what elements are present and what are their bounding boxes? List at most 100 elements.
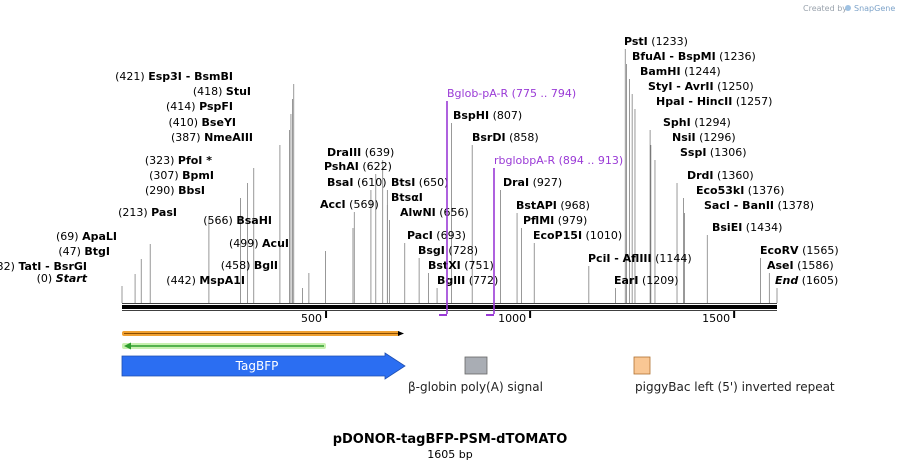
site-label[interactable]: PstI (1233) (624, 35, 688, 48)
site-text: (387) NmeAIII (171, 131, 253, 144)
site-text: (290) BbsI (145, 184, 205, 197)
site-position: (1209) (638, 274, 678, 287)
site-label[interactable]: End (1605) (775, 274, 838, 287)
site-name: SspI (680, 146, 706, 159)
site-label[interactable]: BspHI (807) (453, 109, 522, 122)
site-position: (622) (359, 160, 392, 173)
site-text: DraI (927) (503, 176, 562, 189)
site-position: (693) (433, 229, 466, 242)
site-text: (499) AcuI (229, 237, 289, 250)
site-label[interactable]: NsiI (1296) (672, 131, 736, 144)
site-name: BstXI (428, 259, 461, 272)
site-label[interactable]: BtsαI (391, 191, 423, 204)
site-label[interactable]: BsgI (728) (418, 244, 478, 257)
site-position: (0) (37, 272, 56, 285)
site-label[interactable]: (414) PspFI (166, 100, 233, 113)
site-label[interactable]: (69) ApaLI (56, 230, 117, 243)
site-label[interactable]: SphI (1294) (663, 116, 731, 129)
site-position: (323) (145, 154, 178, 167)
site-name: MspA1I (199, 274, 245, 287)
site-label[interactable]: PflMI (979) (523, 214, 587, 227)
site-label[interactable]: PshAI (622) (324, 160, 392, 173)
site-label[interactable]: (499) AcuI (229, 237, 289, 250)
site-position: (772) (465, 274, 498, 287)
site-position: (47) (58, 245, 84, 258)
site-label[interactable]: BglII (772) (437, 274, 498, 287)
tagbfp-label: TagBFP (235, 359, 279, 373)
site-text: (421) Esp3I - BsmBI (115, 70, 233, 83)
feature-tagbfp[interactable]: TagBFP (121, 352, 406, 380)
site-label[interactable]: PacI (693) (407, 229, 466, 242)
site-label[interactable]: HpaI - HincII (1257) (656, 95, 772, 108)
site-label[interactable]: AlwNI (656) (400, 206, 469, 219)
site-label[interactable]: StyI - AvrII (1250) (648, 80, 754, 93)
site-label[interactable]: EarI (1209) (614, 274, 679, 287)
site-label[interactable]: (421) Esp3I - BsmBI (115, 70, 233, 83)
site-label[interactable]: (32) TatI - BsrGI (0, 260, 87, 273)
site-name: AccI (320, 198, 346, 211)
site-label[interactable]: AccI (569) (320, 198, 379, 211)
site-name: Esp3I - BsmBI (148, 70, 233, 83)
site-text: BtsαI (391, 191, 423, 204)
site-position: (442) (166, 274, 199, 287)
site-label[interactable]: BstAPI (968) (516, 199, 590, 212)
site-text: Eco53kI (1376) (696, 184, 784, 197)
site-label[interactable]: (418) StuI (193, 85, 251, 98)
site-label[interactable]: PciI - AflIII (1144) (588, 252, 692, 265)
site-label[interactable]: (442) MspA1I (166, 274, 245, 287)
primer-1[interactable]: Bglob-pA-R (775 .. 794) (439, 87, 576, 316)
site-text: StyI - AvrII (1250) (648, 80, 754, 93)
site-label[interactable]: EcoRV (1565) (760, 244, 839, 257)
site-label[interactable]: (213) PasI (118, 206, 177, 219)
site-text: BsiEI (1434) (712, 221, 782, 234)
tick-label: 1000 (498, 312, 526, 325)
site-name: BglI (254, 259, 278, 272)
site-label[interactable]: (47) BtgI (58, 245, 110, 258)
site-text: BspHI (807) (453, 109, 522, 122)
site-label[interactable]: (323) PfoI * (145, 154, 212, 167)
site-name: DrdI (687, 169, 714, 182)
site-position: (213) (118, 206, 151, 219)
site-name: EcoP15I (533, 229, 582, 242)
site-label[interactable]: AseI (1586) (767, 259, 834, 272)
site-position: (656) (436, 206, 469, 219)
site-label[interactable]: SacI - BanII (1378) (704, 199, 814, 212)
site-text: BstXI (751) (428, 259, 494, 272)
site-label[interactable]: (566) BsaHI (203, 214, 272, 227)
site-label[interactable]: (0) Start (37, 272, 88, 285)
site-label[interactable]: BsrDI (858) (472, 131, 539, 144)
site-label[interactable]: (307) BpmI (149, 169, 214, 182)
site-label[interactable]: BsaI (610) (327, 176, 387, 189)
site-label[interactable]: BamHI (1244) (640, 65, 721, 78)
site-text: (410) BseYI (168, 116, 236, 129)
orf-forward-orange (122, 331, 404, 336)
primer-2[interactable]: rbglobpA-R (894 .. 913) (486, 154, 623, 316)
site-name: StyI - AvrII (648, 80, 714, 93)
site-label[interactable]: DrdI (1360) (687, 169, 754, 182)
site-label[interactable]: Eco53kI (1376) (696, 184, 784, 197)
site-label[interactable]: SspI (1306) (680, 146, 747, 159)
site-position: (421) (115, 70, 148, 83)
site-name: Start (56, 272, 88, 285)
site-label[interactable]: (410) BseYI (168, 116, 236, 129)
site-text: EcoP15I (1010) (533, 229, 622, 242)
site-text: BtsI (650) (391, 176, 448, 189)
site-label[interactable]: BtsI (650) (391, 176, 448, 189)
site-position: (927) (529, 176, 562, 189)
site-label[interactable]: (387) NmeAIII (171, 131, 253, 144)
site-position: (807) (489, 109, 522, 122)
site-position: (1233) (648, 35, 688, 48)
site-name: BamHI (640, 65, 681, 78)
site-position: (728) (445, 244, 478, 257)
site-label[interactable]: BsiEI (1434) (712, 221, 782, 234)
site-label[interactable]: (290) BbsI (145, 184, 205, 197)
site-label[interactable]: BfuAI - BspMI (1236) (632, 50, 756, 63)
site-label[interactable]: BstXI (751) (428, 259, 494, 272)
site-text: PstI (1233) (624, 35, 688, 48)
site-text: (458) BglI (221, 259, 278, 272)
site-label[interactable]: (458) BglI (221, 259, 278, 272)
site-label[interactable]: DraI (927) (503, 176, 562, 189)
site-label[interactable]: DraIII (639) (327, 146, 394, 159)
site-label[interactable]: EcoP15I (1010) (533, 229, 622, 242)
